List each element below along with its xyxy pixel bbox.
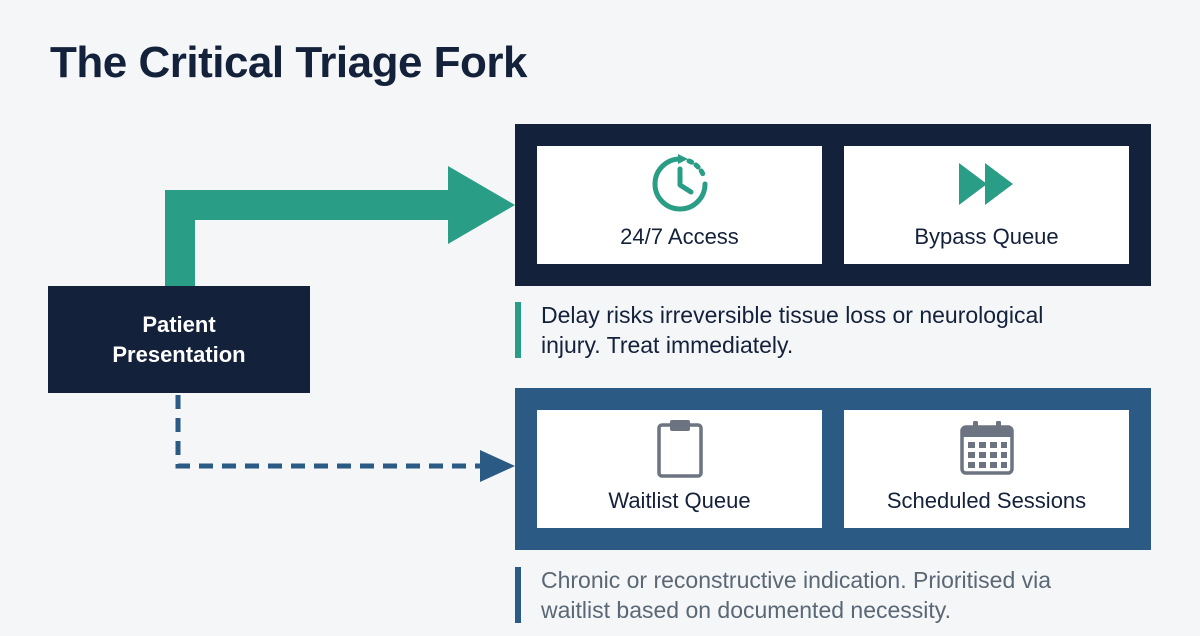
- access-card: 24/7 Access: [537, 146, 822, 264]
- bypass-queue-label: Bypass Queue: [914, 224, 1059, 249]
- clipboard-icon: [655, 416, 705, 480]
- elective-note: Chronic or reconstructive indication. Pr…: [515, 565, 1051, 625]
- waitlist-queue-card: Waitlist Queue: [537, 410, 822, 528]
- waitlist-queue-label: Waitlist Queue: [608, 488, 751, 513]
- urgent-note-line2: injury. Treat immediately.: [541, 332, 794, 358]
- calendar-icon: [958, 416, 1016, 480]
- urgent-path-arrow: [165, 166, 515, 288]
- scheduled-sessions-card: Scheduled Sessions: [844, 410, 1129, 528]
- elective-path-arrowhead: [480, 450, 515, 482]
- urgent-note: Delay risks irreversible tissue loss or …: [515, 300, 1043, 360]
- elective-path-line: [175, 395, 482, 469]
- scheduled-sessions-label: Scheduled Sessions: [886, 488, 1087, 513]
- urgent-pathway-panel: 24/7 Access Bypass Queue: [515, 124, 1151, 286]
- page-title: The Critical Triage Fork: [50, 38, 528, 87]
- patient-label-line2: Presentation: [112, 341, 246, 367]
- access-label: 24/7 Access: [620, 224, 739, 249]
- elective-note-line2: waitlist based on documented necessity.: [541, 597, 951, 623]
- elective-pathway-panel: Waitlist Queue Scheduled Sessions: [515, 388, 1151, 550]
- fast-forward-icon: [955, 152, 1019, 216]
- patient-label-line1: Patient: [142, 311, 216, 337]
- clock-icon: [647, 152, 713, 216]
- urgent-note-line1: Delay risks irreversible tissue loss or …: [541, 302, 1044, 328]
- elective-note-line1: Chronic or reconstructive indication. Pr…: [541, 567, 1052, 593]
- patient-presentation-node: Patient Presentation: [48, 286, 310, 393]
- bypass-queue-card: Bypass Queue: [844, 146, 1129, 264]
